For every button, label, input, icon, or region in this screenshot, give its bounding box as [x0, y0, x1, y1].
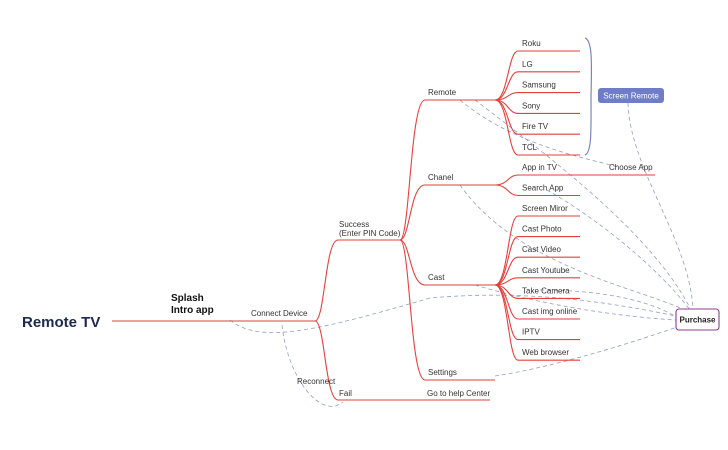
- cast-item-4: Take Camera: [522, 286, 570, 295]
- remote-item-line-5: [494, 99, 580, 156]
- success-pin-label: (Enter PIN Code): [339, 229, 401, 238]
- cast-item-6: IPTV: [522, 328, 540, 337]
- purchase-node: Purchase: [675, 308, 720, 331]
- remote-item-1: LG: [522, 60, 533, 69]
- chanel-node: Chanel: [428, 173, 454, 182]
- intro-app-label: Intro app: [171, 305, 214, 316]
- cast-item-0: Screen Miror: [522, 204, 568, 213]
- help-center-node: Go to help Center: [427, 389, 490, 398]
- remote-node: Remote: [428, 88, 457, 97]
- root-node: Remote TV: [22, 314, 100, 331]
- remote-brand-bracket: [584, 37, 593, 156]
- cast-item-line-7: [494, 284, 580, 361]
- remote-item-5: TCL: [522, 143, 538, 152]
- cast-item-line-2: [494, 256, 580, 286]
- screen-remote-node: Screen Remote: [598, 88, 664, 103]
- settings-node: Settings: [428, 368, 457, 377]
- chanel-item-line-1: [494, 184, 580, 197]
- svg-text:Screen Remote: Screen Remote: [603, 92, 659, 101]
- reconnect-label: Reconnect: [297, 377, 336, 386]
- cast-item-line-0: [494, 215, 580, 286]
- choose-app-node: Choose App: [609, 163, 653, 172]
- dashed-links: [229, 99, 694, 407]
- cast-node: Cast: [428, 273, 445, 282]
- cast-item-1: Cast Photo: [522, 225, 562, 234]
- remote-item-0: Roku: [522, 39, 541, 48]
- fail-node: Fail: [339, 389, 352, 398]
- cast-item-5: Cast img online: [522, 307, 578, 316]
- remote-item-line-1: [494, 71, 580, 101]
- success-node: Success: [339, 220, 369, 229]
- chanel-item-0: App in TV: [522, 163, 558, 172]
- chanel-item-1: Search App: [522, 184, 564, 193]
- chanel-item-line-0: [494, 174, 580, 186]
- cast-item-3: Cast Youtube: [522, 266, 570, 275]
- remote-item-line-2: [494, 92, 580, 101]
- cast-item-2: Cast Video: [522, 245, 562, 254]
- cast-item-7: Web browser: [522, 348, 569, 357]
- cast-item-line-1: [494, 236, 580, 286]
- svg-text:Purchase: Purchase: [679, 316, 716, 325]
- remote-item-4: Fire TV: [522, 122, 549, 131]
- remote-item-3: Sony: [522, 101, 540, 110]
- remote-item-line-0: [494, 50, 580, 101]
- splash-label: Splash: [171, 293, 204, 304]
- cast-item-line-3: [494, 277, 580, 286]
- leaf-branch-lines: [494, 50, 580, 361]
- branch-lines: [112, 99, 495, 401]
- remote-item-2: Samsung: [522, 81, 556, 90]
- connect-device-node: Connect Device: [251, 309, 308, 318]
